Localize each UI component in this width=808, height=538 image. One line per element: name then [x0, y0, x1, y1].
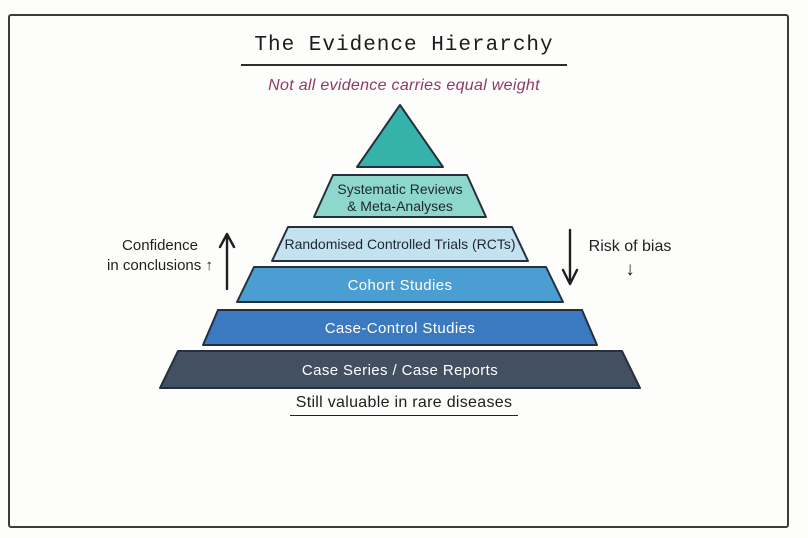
pyramid-level-case-control	[202, 309, 598, 346]
confidence-annotation-line2: in conclusions ↑	[107, 256, 213, 274]
case-control-label: Case-Control Studies	[325, 320, 476, 337]
pyramid-level-case-series	[159, 350, 641, 389]
footnote: Still valuable in rare diseases	[289, 394, 519, 416]
rcts-label: Randomised Controlled Trials (RCTs)	[284, 236, 515, 252]
case-series-label: Case Series / Case Reports	[302, 362, 498, 379]
cohort-studies-label: Cohort Studies	[348, 277, 453, 294]
confidence-annotation: Confidence in conclusions ↑	[96, 236, 224, 275]
footnote-block: Still valuable in rare diseases	[0, 394, 808, 416]
systematic-reviews-label-line2: & Meta-Analyses	[347, 198, 453, 214]
pyramid-level-rcts	[271, 226, 529, 262]
confidence-up-arrow-icon	[218, 232, 236, 291]
down-arrow-icon: ↓	[625, 258, 635, 280]
risk-down-arrow-icon	[561, 228, 579, 286]
page-title: The Evidence Hierarchy	[241, 34, 567, 66]
page-subtitle: Not all evidence carries equal weight	[268, 77, 540, 94]
risk-annotation-label: Risk of bias	[588, 238, 672, 255]
systematic-reviews-label-line1: Systematic Reviews	[337, 181, 462, 197]
risk-annotation: Risk of bias ↓	[584, 237, 676, 279]
pyramid-level-systematic-reviews	[313, 174, 487, 218]
confidence-annotation-line1: Confidence	[122, 237, 198, 254]
pyramid-level-cohort-studies	[236, 266, 564, 303]
title-block: The Evidence Hierarchy	[0, 34, 808, 66]
pyramid-level-apex	[356, 104, 444, 168]
